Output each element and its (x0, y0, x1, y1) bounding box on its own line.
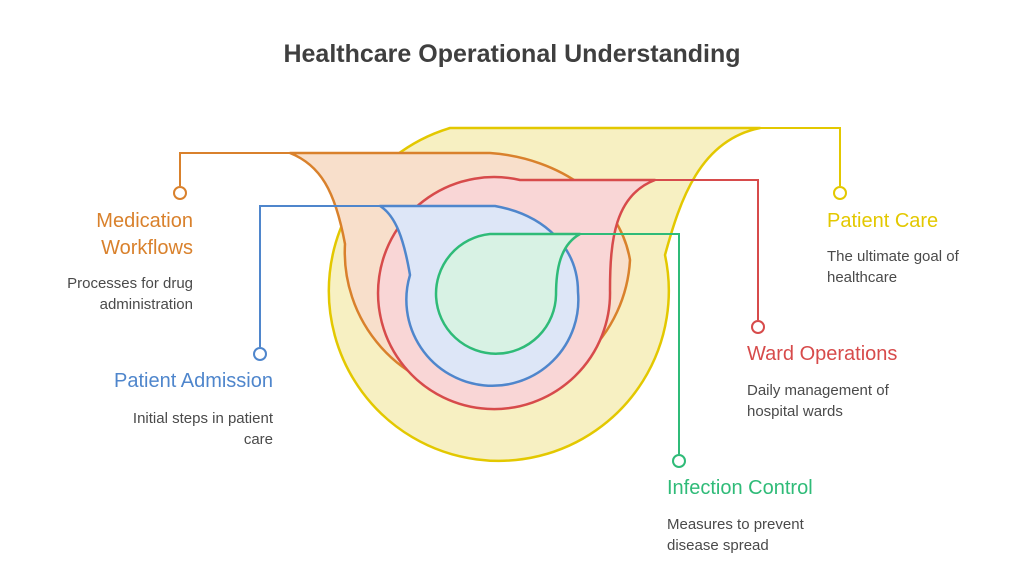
medication-desc-line2: administration (99, 296, 193, 313)
infection-connector-dot (672, 454, 686, 468)
medication-connector (179, 152, 290, 186)
medication-label-line1: Medication (96, 210, 193, 232)
admission-desc-line1: Initial steps in patient (132, 410, 273, 427)
medication-workflows-description: Processes for drug administration (20, 273, 193, 315)
infection-control-label: Infection Control (667, 477, 813, 499)
patient-care-connector (760, 127, 841, 186)
medication-label-line2: Workflows (101, 237, 193, 259)
admission-connector-dot (253, 347, 267, 361)
ward-operations-description: Daily management of hospital wards (747, 380, 977, 422)
admission-connector (259, 205, 380, 347)
infection-control-loop (434, 232, 582, 355)
patient-care-description: The ultimate goal of healthcare (827, 246, 1007, 288)
patient-care-desc-line2: healthcare (827, 269, 898, 286)
page-title: Healthcare Operational Understanding (283, 40, 741, 68)
ward-connector-dot (751, 320, 765, 334)
infection-desc-line2: disease spread (667, 537, 769, 554)
patient-admission-description: Initial steps in patient care (40, 408, 273, 450)
medication-workflows-label: Medication Workflows (40, 208, 193, 262)
medication-connector-dot (173, 186, 187, 200)
patient-care-connector-dot (833, 186, 847, 200)
infection-connector (580, 233, 680, 454)
ward-operations-label: Ward Operations (747, 343, 898, 365)
admission-desc-line2: care (243, 431, 273, 448)
ward-desc-line2: hospital wards (747, 403, 843, 420)
medication-desc-line1: Processes for drug (67, 275, 193, 292)
patient-care-label: Patient Care (827, 210, 939, 232)
patient-care-desc-line1: The ultimate goal of (827, 248, 959, 265)
ward-connector (655, 179, 759, 320)
infection-control-description: Measures to prevent disease spread (667, 514, 907, 556)
infection-desc-line1: Measures to prevent (667, 516, 804, 533)
patient-admission-label: Patient Admission (114, 370, 273, 392)
ward-desc-line1: Daily management of (747, 382, 889, 399)
